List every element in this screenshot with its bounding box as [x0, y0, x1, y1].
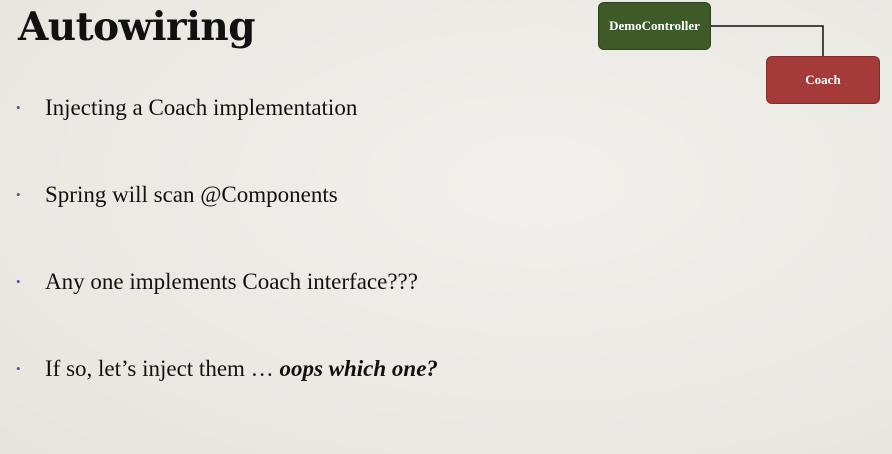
demo-controller-node: DemoController — [598, 2, 711, 50]
bullet-marker-icon: • — [16, 360, 21, 376]
bullet-item: • If so, let’s inject them … oops which o… — [16, 356, 438, 382]
bullet-marker-icon: • — [16, 186, 21, 202]
connector-path — [711, 25, 824, 56]
bullet-marker-icon: • — [16, 273, 21, 289]
coach-node: Coach — [766, 56, 880, 104]
bullet-text: If so, let’s inject them … — [45, 356, 280, 381]
bullet-emphasis: oops which one? — [279, 356, 438, 381]
bullet-item: • Any one implements Coach interface??? — [16, 269, 418, 295]
bullet-item: • Injecting a Coach implementation — [16, 95, 357, 121]
bullet-text: Spring will scan @Components — [45, 182, 338, 207]
bullet-item: • Spring will scan @Components — [16, 182, 338, 208]
bullet-marker-icon: • — [16, 99, 21, 115]
coach-label: Coach — [805, 72, 841, 87]
bullet-text: Any one implements Coach interface??? — [45, 269, 418, 294]
slide-title: Autowiring — [18, 4, 256, 50]
demo-controller-label: DemoController — [609, 18, 700, 33]
bullet-text: Injecting a Coach implementation — [45, 95, 358, 120]
